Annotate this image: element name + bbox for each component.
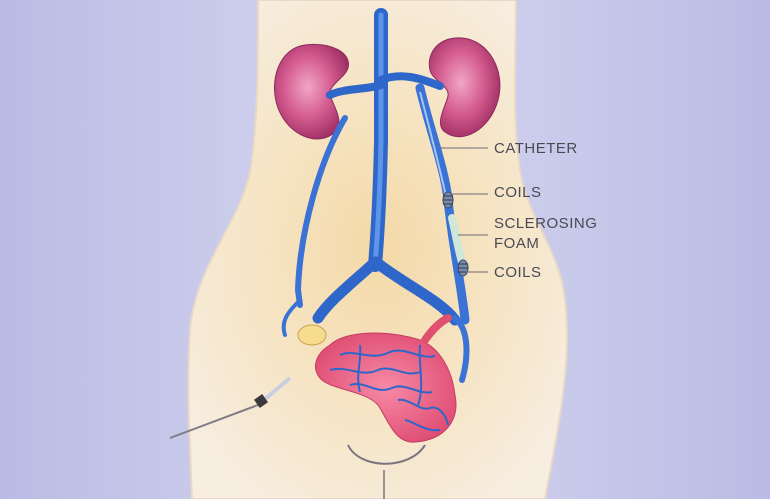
- right-iliac-vein: [370, 256, 461, 326]
- coils-lower-label: COILS: [494, 264, 542, 281]
- left-iliac-vein: [312, 256, 381, 324]
- left-kidney: [274, 43, 349, 140]
- coils-upper-marker: [442, 191, 454, 209]
- left-gonadal-vein: [295, 115, 348, 308]
- uterus-varices: [315, 314, 457, 443]
- groin-line: [347, 444, 426, 465]
- left-ovary: [297, 324, 327, 346]
- left-renal-vein: [326, 81, 385, 99]
- needle-hub: [254, 394, 268, 408]
- coils-lower-marker: [457, 259, 469, 277]
- right-renal-vein: [377, 72, 444, 90]
- access-needle: [169, 404, 259, 439]
- label-leaders: [440, 147, 488, 273]
- sclerosing-foam-label-line1: SCLEROSING: [494, 215, 598, 232]
- right-kidney: [428, 37, 501, 138]
- sclerosing-foam-label-line2: FOAM: [494, 235, 540, 252]
- catheter-label: CATHETER: [494, 140, 578, 157]
- catheter-line: [419, 91, 447, 197]
- venous-system: [281, 8, 470, 383]
- coils-upper-label: COILS: [494, 184, 542, 201]
- sclerosing-foam-segment: [448, 214, 466, 266]
